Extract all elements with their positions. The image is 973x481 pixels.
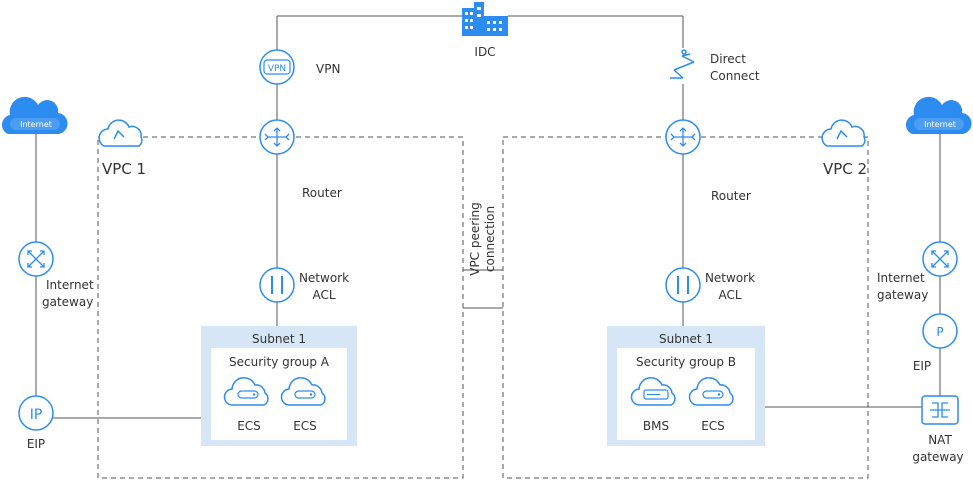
vpc2-router-label: Router bbox=[711, 189, 751, 203]
vpn-label: VPN bbox=[316, 62, 341, 76]
internet-cloud-label: Internet bbox=[924, 120, 956, 129]
vpc2-nacl-label-line1: Network bbox=[704, 271, 756, 285]
right-gateway-label-line2: gateway bbox=[877, 288, 929, 302]
vpc2-nacl-label-line2: ACL bbox=[718, 288, 742, 302]
left-gateway-label-line1: Internet bbox=[46, 278, 94, 292]
ecs-icon bbox=[223, 377, 269, 406]
ecs-icon bbox=[688, 377, 734, 406]
direct-connect-label-line1: Direct bbox=[710, 52, 746, 66]
direct-connect-label-line2: Connect bbox=[710, 69, 760, 83]
vpc1-subnet-title: Subnet 1 bbox=[252, 332, 306, 346]
internet-cloud-icon: Internet bbox=[905, 96, 972, 135]
direct-connect-icon bbox=[670, 49, 695, 79]
vpn-icon: VPN bbox=[259, 49, 295, 85]
internet-cloud-label: Internet bbox=[20, 120, 52, 129]
eip-icon-text: IP bbox=[30, 407, 43, 423]
vpc2-instance-label: ECS bbox=[701, 419, 725, 433]
vpc1-router-label: Router bbox=[302, 186, 342, 200]
bms-icon bbox=[630, 377, 676, 406]
security-group-a-title: Security group A bbox=[229, 355, 329, 369]
security-group-b-title: Security group B bbox=[636, 355, 736, 369]
vpc-peering-label-line2: connection bbox=[483, 205, 497, 273]
vpc2-subnet-title: Subnet 1 bbox=[659, 332, 713, 346]
vpc2-instance-label: BMS bbox=[642, 419, 670, 433]
vpc1-title: VPC 1 bbox=[102, 160, 147, 178]
right-eip-label: EIP bbox=[912, 359, 932, 373]
vpn-icon-text: VPN bbox=[268, 64, 286, 74]
vpc1-instance-label: ECS bbox=[237, 419, 261, 433]
connection-lines bbox=[35, 15, 941, 419]
vpc1-instance-label: ECS bbox=[293, 419, 317, 433]
nat-gateway-icon bbox=[921, 395, 959, 425]
network-acl-icon bbox=[259, 267, 295, 303]
vpc-peering-label-line1: VPC peering bbox=[468, 202, 482, 276]
internet-cloud-icon: Internet bbox=[1, 96, 68, 135]
internet-gateway-icon bbox=[18, 241, 54, 277]
right-gateway-label-line1: Internet bbox=[877, 271, 925, 285]
vpc-peering-label: VPC peering connection bbox=[468, 199, 498, 279]
vpc-cloud-icon bbox=[98, 119, 143, 147]
eip-icon: P bbox=[922, 313, 958, 349]
vpc1-nacl-label-line2: ACL bbox=[312, 288, 336, 302]
router-icon bbox=[665, 119, 701, 155]
idc-building-icon bbox=[462, 2, 508, 36]
vpc2-title: VPC 2 bbox=[823, 160, 868, 178]
router-icon bbox=[259, 119, 295, 155]
ecs-icon bbox=[280, 377, 326, 406]
left-eip-label: EIP bbox=[26, 437, 46, 451]
left-gateway-label-line2: gateway bbox=[42, 295, 94, 309]
eip-icon: IP bbox=[18, 395, 54, 431]
nat-label-line2: gateway bbox=[912, 450, 964, 464]
vpc-cloud-icon bbox=[821, 119, 866, 147]
eip-icon-text: P bbox=[936, 325, 943, 339]
internet-gateway-icon bbox=[922, 241, 958, 277]
vpc1-nacl-label-line1: Network bbox=[298, 271, 350, 285]
nat-label-line1: NAT bbox=[928, 433, 952, 447]
idc-label: IDC bbox=[474, 45, 496, 59]
network-acl-icon bbox=[665, 267, 701, 303]
